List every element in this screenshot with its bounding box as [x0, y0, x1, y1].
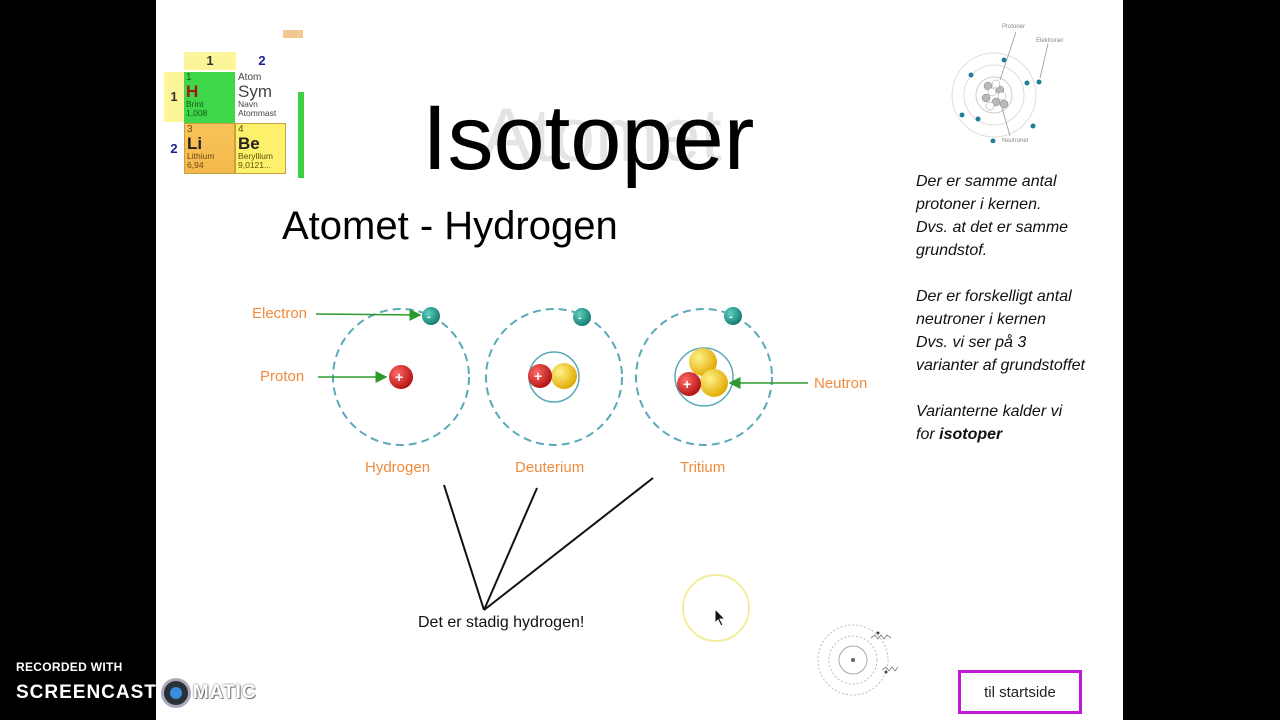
home-button[interactable]: til startside [958, 670, 1082, 714]
electron-label: Electron [252, 305, 307, 322]
mouse-cursor-icon [714, 608, 727, 627]
element-symbol: Li [187, 134, 203, 153]
neutron-icon [700, 369, 728, 397]
column-header-1: 1 [184, 52, 236, 70]
slide-subtitle: Atomet - Hydrogen [282, 204, 618, 248]
element-beryllium: 4 Be Beryllium 9,0121... [235, 123, 286, 174]
ghost-title: Atomet [481, 93, 722, 178]
watermark-line-2: SCREENCAST MATIC [16, 678, 257, 708]
green-bar [298, 92, 304, 178]
legend-mass: Atommast [238, 108, 277, 118]
paragraph-1: Der er samme antal protoner i kernen. Dv… [916, 173, 1069, 259]
atomic-mass: 9,0121... [238, 160, 272, 170]
atomic-mass: 1,008 [186, 108, 208, 118]
electron-icon [724, 307, 742, 325]
deuterium-label: Deuterium [515, 459, 584, 476]
legend-symbol: Sym [238, 82, 272, 101]
decorative-chip [283, 30, 303, 38]
element-name: Lithium [187, 151, 215, 161]
svg-text:+: + [395, 369, 403, 385]
tritium-label: Tritium [680, 459, 725, 476]
neutrons-label: Neutroner [1002, 138, 1029, 143]
bohr-model-thumbnail [817, 624, 899, 696]
atom-structure-diagram: Protoner Elektroner Neutroner [951, 24, 1063, 143]
periodic-table-snippet: 1 2 1 2 1 H Brint 1,008 Atom Sym Navn At… [164, 52, 287, 178]
slide-title: Isotoper [422, 87, 755, 189]
legend-name: Navn [238, 99, 258, 109]
column-header-2: 2 [258, 53, 266, 68]
neutron-icon [551, 363, 577, 389]
atomic-mass: 6,94 [187, 160, 204, 170]
cursor-highlight [682, 574, 750, 642]
svg-text:+: + [534, 368, 542, 384]
paragraph-3: Varianterne kalder vi for isotoper [916, 403, 1063, 443]
element-name: Beryllium [238, 151, 273, 161]
callout-text: Det er stadig hydrogen! [418, 614, 585, 631]
isotope-diagram: - + - + - + Electron Proton Neutron Hydr… [252, 305, 867, 476]
atomic-number: 4 [238, 124, 244, 135]
element-symbol: H [186, 82, 199, 101]
electron-icon [573, 308, 591, 326]
electrons-label: Elektroner [1036, 38, 1063, 44]
row-header-2: 2 [170, 141, 178, 156]
protons-label: Protoner [1002, 24, 1025, 30]
proton-label: Proton [260, 368, 304, 385]
svg-text:-: - [427, 311, 431, 323]
legend-number: Atom [238, 72, 262, 83]
svg-text:+: + [683, 376, 691, 392]
element-lithium: 3 Li Lithium 6,94 [184, 123, 235, 174]
svg-text:-: - [729, 311, 733, 323]
element-hydrogen: 1 H Brint 1,008 [184, 72, 235, 123]
electron-icon [422, 307, 440, 325]
watermark-line-1: RECORDED WITH [16, 660, 123, 674]
screencast-logo-icon [160, 678, 191, 708]
proton-icon [528, 364, 552, 388]
element-legend: Atom Sym Navn Atommast [236, 72, 287, 123]
atomic-number: 3 [187, 124, 193, 135]
element-name: Brint [186, 99, 204, 109]
pointer-lines [443, 477, 654, 611]
paragraph-2: Der er forskelligt antal neutroner i ker… [916, 288, 1085, 374]
proton-icon [677, 372, 701, 396]
proton-icon [389, 365, 413, 389]
slide: 1 2 1 2 1 H Brint 1,008 Atom Sym Navn At… [156, 0, 1123, 720]
screencast-watermark: RECORDED WITH SCREENCAST MATIC [16, 660, 257, 708]
atomic-number: 1 [186, 72, 192, 83]
neutron-label: Neutron [814, 375, 867, 392]
isotoper-keyword: isotoper [939, 426, 1003, 443]
hydrogen-label: Hydrogen [365, 459, 430, 476]
explanation-text: Der er samme antal protoner i kernen. Dv… [916, 170, 1116, 469]
svg-text:-: - [578, 312, 582, 324]
row-header-1: 1 [164, 72, 184, 122]
neutron-icon [689, 348, 717, 376]
element-symbol: Be [238, 134, 260, 153]
